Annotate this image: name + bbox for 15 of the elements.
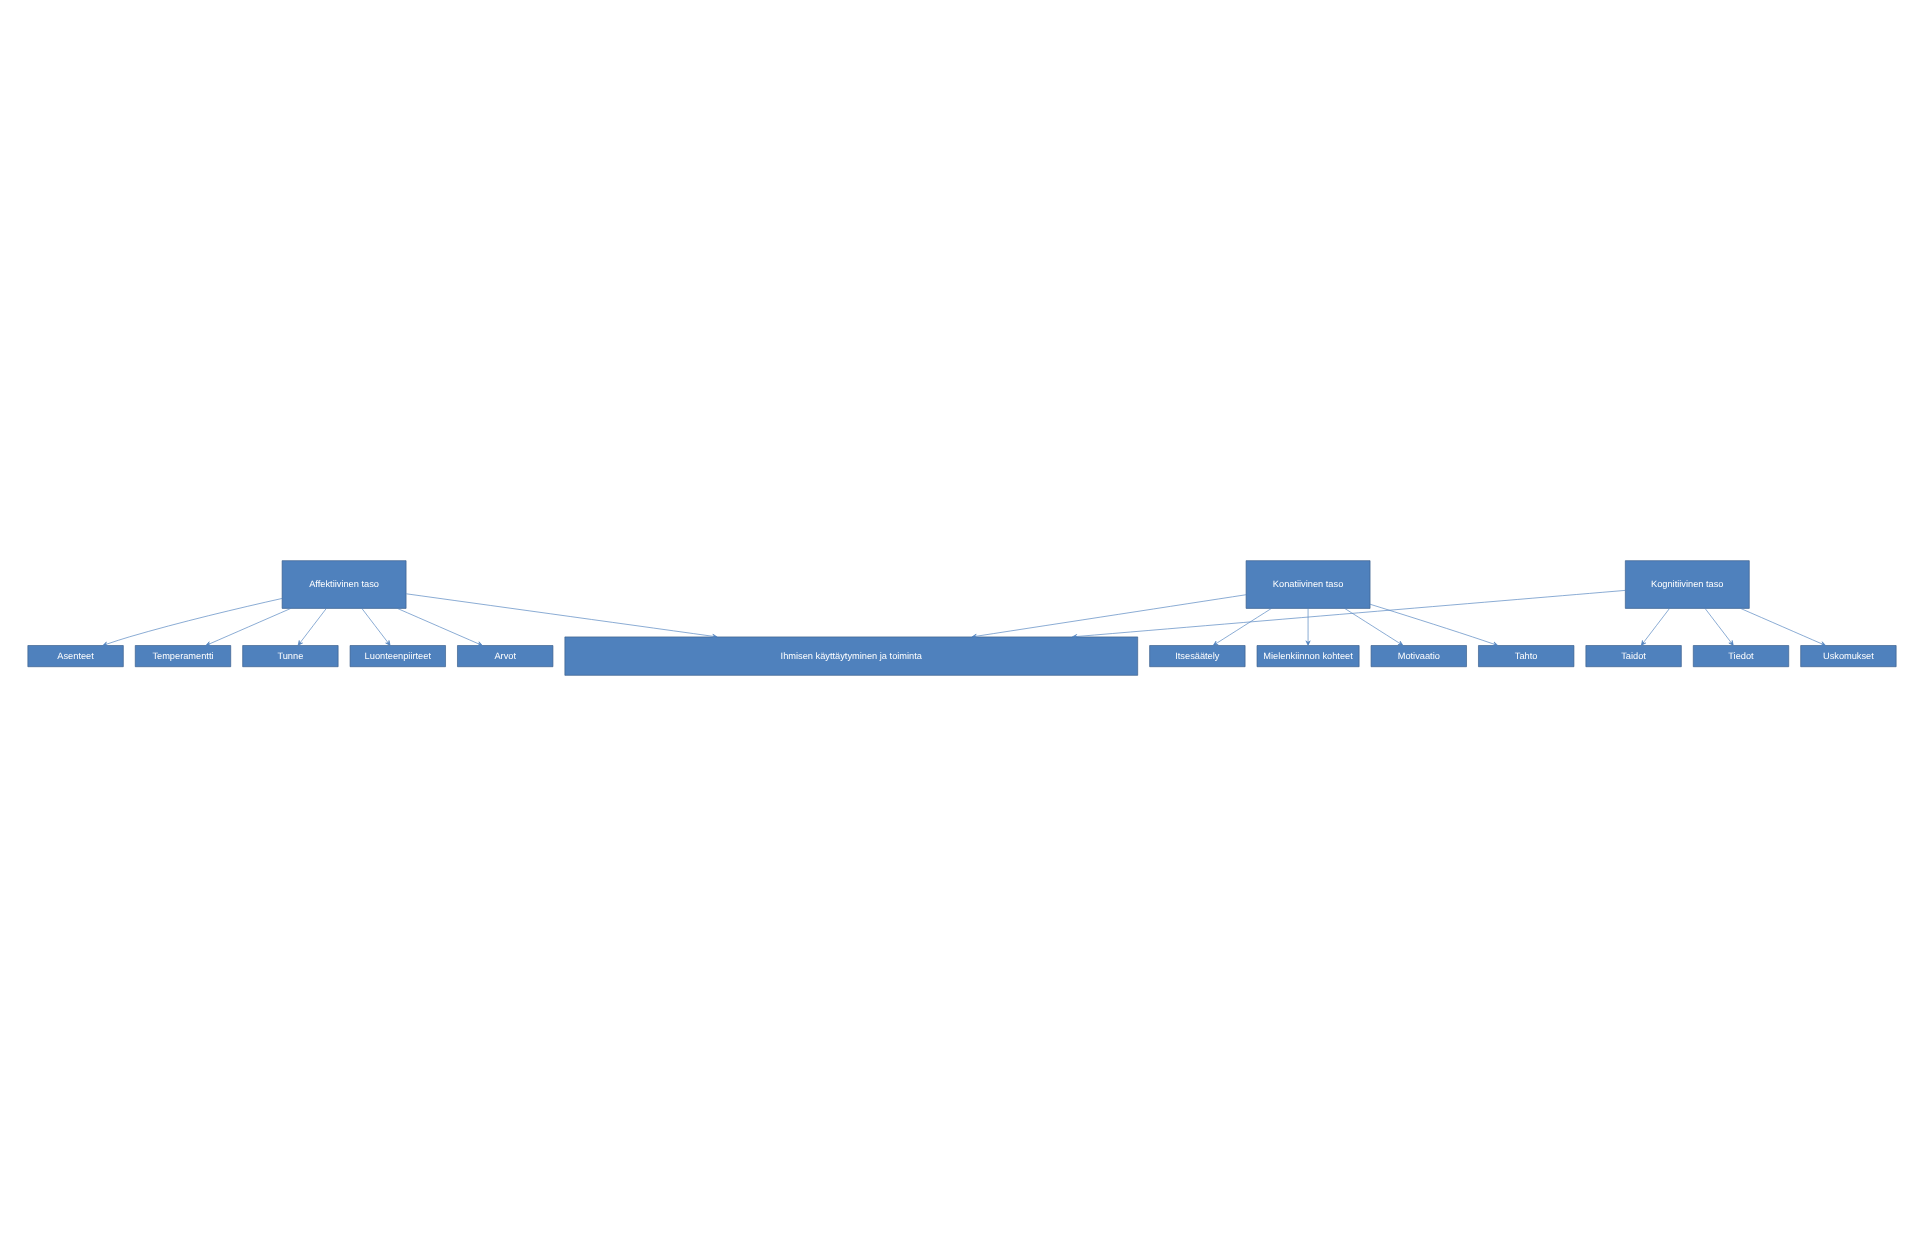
arrow	[1072, 589, 1626, 638]
arrow	[102, 597, 283, 646]
arrow	[1704, 607, 1734, 645]
arrow	[1369, 602, 1499, 646]
arrow	[1640, 607, 1670, 645]
arrow	[1740, 607, 1826, 645]
arrow	[361, 607, 391, 645]
arrow	[205, 607, 292, 645]
arrow	[1212, 607, 1272, 645]
arrow	[405, 592, 718, 638]
arrow	[1344, 607, 1404, 645]
arrow	[1305, 607, 1311, 645]
arrow	[297, 607, 327, 645]
arrow	[971, 593, 1247, 638]
arrow	[396, 607, 483, 645]
